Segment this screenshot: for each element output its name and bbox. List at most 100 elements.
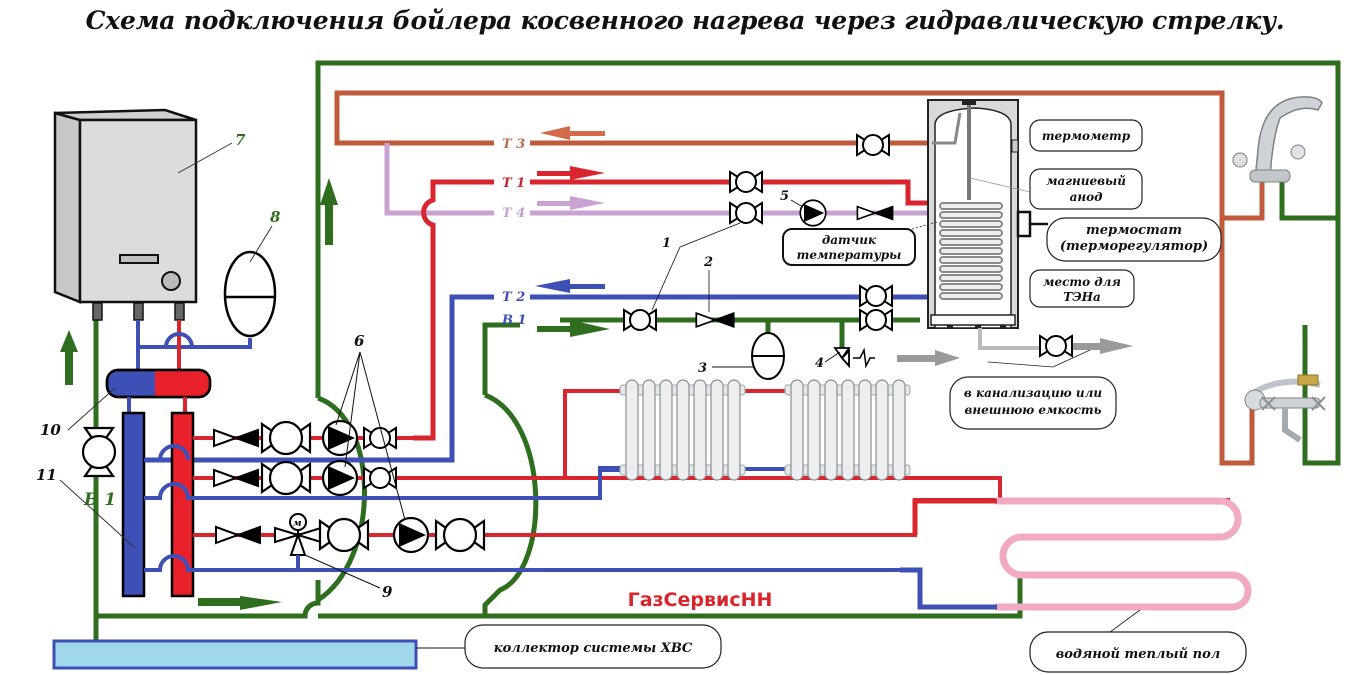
svg-text:в канализацию или: в канализацию или (964, 386, 1102, 400)
svg-text:(терморегулятор): (терморегулятор) (1060, 239, 1208, 254)
svg-text:ТЭНа: ТЭНа (1063, 290, 1101, 304)
ball-valve-t4 (729, 202, 763, 224)
label-b1-left: В 1 (83, 490, 116, 510)
heat-exchanger-coil-turn (939, 229, 1003, 237)
callout-temperature-sensor: датчик температуры (782, 221, 938, 266)
svg-text:датчик: датчик (822, 233, 877, 247)
drain-valve (1039, 335, 1073, 357)
floor-circuit-return (144, 554, 1000, 609)
heat-exchanger-coil-turn (939, 211, 1003, 219)
flow-arrow-up-left (60, 330, 78, 385)
radiator-section (875, 379, 889, 481)
callout-underfloor: водяной теплый пол (1029, 609, 1247, 673)
check-valve-2 (695, 312, 735, 328)
radiator-section (790, 379, 804, 481)
flow-arrow-t3 (540, 126, 605, 140)
expansion-tank-3 (751, 332, 785, 380)
label-9: 9 (382, 583, 393, 601)
label-5: 5 (780, 189, 789, 204)
flow-arrow-t4 (537, 196, 605, 210)
radiator-section (892, 379, 906, 481)
svg-text:коллектор системы ХВС: коллектор системы ХВС (494, 641, 693, 656)
label-t2: Т 2 (502, 290, 525, 305)
svg-text:внешнюю емкость: внешнюю емкость (964, 403, 1101, 417)
radiator-section (710, 379, 724, 481)
label-t3: Т 3 (502, 137, 525, 152)
radiator-2 (784, 379, 911, 481)
svg-text:место для: место для (1043, 275, 1121, 289)
ball-valve (363, 467, 397, 489)
label-7: 7 (235, 131, 246, 149)
svg-text:термометр: термометр (1042, 129, 1131, 143)
label-11: 11 (36, 466, 57, 484)
ball-valve-t2 (859, 285, 893, 307)
underfloor-heating-loop (993, 497, 1252, 611)
ball-valve-b1 (859, 309, 893, 331)
cold-water-main-loop (93, 60, 1341, 640)
recirc-pipe-t4 (384, 143, 932, 216)
radiator-section (727, 379, 741, 481)
ball-valve (363, 427, 397, 449)
check-valve (213, 469, 259, 487)
ball-valve (260, 420, 312, 456)
label-6-leaders (335, 351, 406, 521)
callout-magnesium-anode: магниевый анод (969, 168, 1143, 210)
flow-arrow-b1 (537, 320, 610, 337)
heat-exchanger-coil-turn (939, 283, 1003, 291)
label-t4: Т 4 (502, 206, 525, 221)
label-t1: Т 1 (502, 176, 525, 191)
circulation-pump-6a (321, 419, 359, 457)
flow-arrow-right-bottom (198, 596, 282, 610)
heat-exchanger-coil-turn (939, 202, 1003, 210)
callout-heater-place: место для ТЭНа (1029, 269, 1135, 308)
radiator-section (841, 379, 855, 481)
heat-exchanger-coil-turn (939, 265, 1003, 273)
bath-faucet (1244, 374, 1326, 443)
three-way-mixing-valve-9: м (274, 513, 322, 570)
radiator-section (858, 379, 872, 481)
radiator-section (693, 379, 707, 481)
svg-text:термостат: термостат (1086, 223, 1182, 238)
heat-exchanger-coil-turn (939, 274, 1003, 282)
radiator-section (824, 379, 838, 481)
radiator-section (642, 379, 656, 481)
recirc-pump-5 (799, 199, 827, 227)
check-valve (213, 429, 259, 447)
ball-valve (434, 517, 486, 553)
svg-text:магниевый: магниевый (1046, 174, 1126, 188)
indirect-water-heater-tank (927, 99, 1048, 350)
svg-text:водяной теплый пол: водяной теплый пол (1056, 647, 1221, 662)
ball-valve-t1 (729, 171, 763, 193)
flow-arrow-t2 (535, 279, 605, 293)
heat-exchanger-coil-turn (939, 220, 1003, 228)
radiator-1 (619, 379, 746, 481)
svg-text:температуры: температуры (797, 248, 902, 262)
kitchen-faucet (1232, 96, 1323, 183)
callout-thermometer: термометр (1029, 119, 1143, 152)
heat-exchanger-coil-turn (939, 247, 1003, 255)
cold-water-collector (52, 639, 418, 670)
cold-water-inlet-valve (81, 426, 117, 478)
callout-drain: в канализацию или внешнюю емкость (949, 349, 1117, 430)
label-b1: В 1 (501, 313, 527, 328)
heat-exchanger-coil-turn (939, 292, 1003, 300)
label-2: 2 (703, 255, 713, 270)
radiator-section (659, 379, 673, 481)
drain-flow-arrow (1073, 338, 1133, 354)
callout-collector: коллектор системы ХВС (464, 624, 722, 669)
check-valve-t4 (856, 205, 894, 221)
label-6: 6 (354, 332, 365, 350)
ball-valve-1 (623, 309, 657, 331)
radiator-section (676, 379, 690, 481)
flow-arrow-up (320, 178, 338, 245)
label-4: 4 (815, 356, 824, 371)
svg-text:анод: анод (1070, 190, 1103, 204)
label-8: 8 (270, 208, 281, 226)
heat-exchanger-coil-turn (939, 256, 1003, 264)
check-valve (215, 526, 261, 544)
radiator-section (625, 379, 639, 481)
brand-watermark: ГазСервисНН (628, 589, 773, 611)
hydraulic-separator-10 (105, 368, 212, 399)
circulation-pump-6b (321, 459, 359, 497)
motor-label: м (293, 519, 302, 529)
